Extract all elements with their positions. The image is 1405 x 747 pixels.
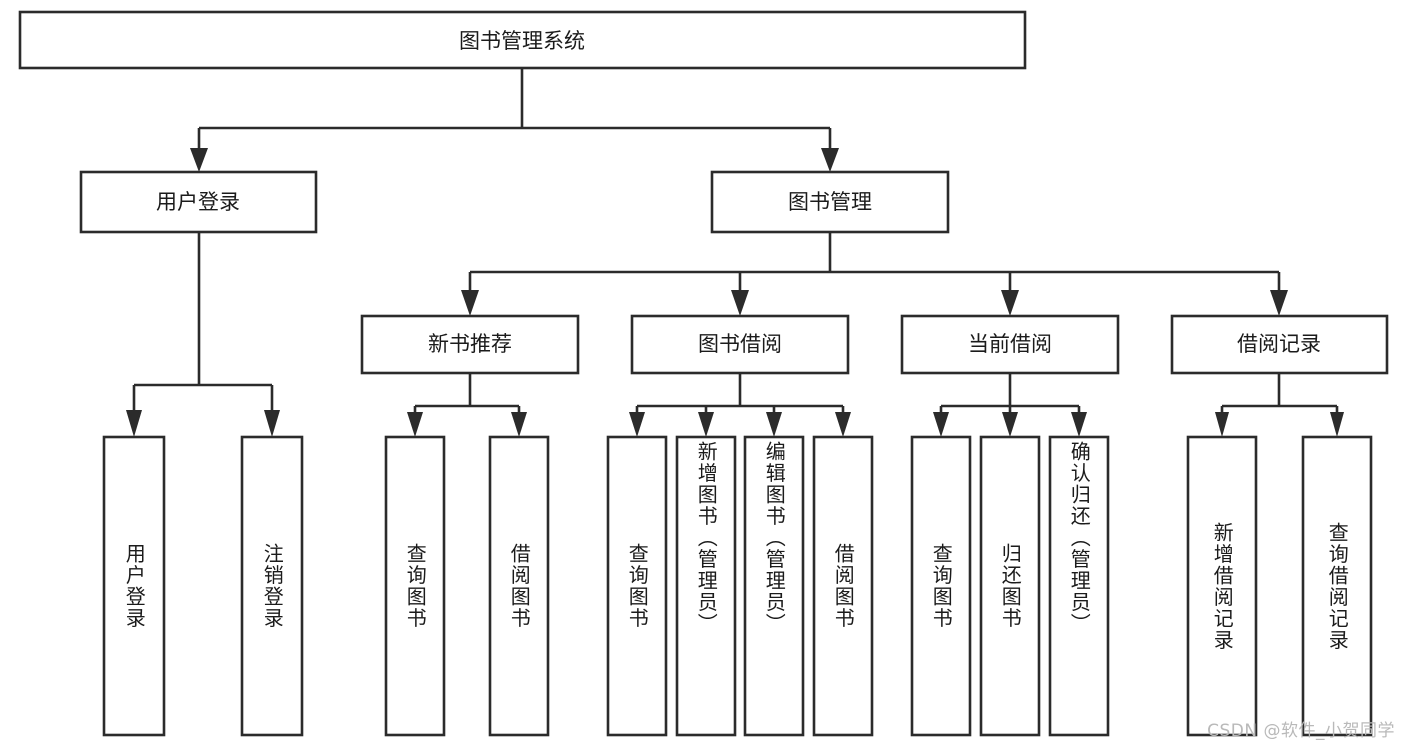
leaf-boxes-borrow-record xyxy=(1186,435,1373,737)
arrow-head-leaf-bb-1 xyxy=(629,412,645,437)
leaf-boxes-user-login xyxy=(102,435,304,737)
node-book-manage-box[interactable] xyxy=(710,170,950,234)
node-root-box[interactable] xyxy=(18,10,1027,70)
leaf-box-book-borrow-4[interactable] xyxy=(812,435,874,737)
node-new-book-recommend-box[interactable] xyxy=(360,314,580,375)
leaf-box-new-book-2[interactable] xyxy=(488,435,550,737)
leaf-box-user-login-2[interactable] xyxy=(240,435,304,737)
node-root[interactable]: 图书管理系统 xyxy=(18,10,1027,70)
arrow-head-leaf-user-login-1 xyxy=(126,410,142,437)
leaf-box-current-borrow-1[interactable] xyxy=(910,435,972,737)
arrow-head-book-borrow xyxy=(731,290,749,316)
arrow-head-borrow-record xyxy=(1270,290,1288,316)
node-book-manage[interactable]: 图书管理 xyxy=(710,170,950,234)
arrow-head-new-book xyxy=(461,290,479,316)
node-user-login[interactable]: 用户登录 xyxy=(79,170,318,234)
node-book-manage-label: 图书管理 xyxy=(788,190,872,214)
leaf-boxes-current-borrow xyxy=(910,435,1110,737)
arrow-head-leaf-bb-4 xyxy=(835,412,851,437)
leaf-box-new-book-1[interactable] xyxy=(384,435,446,737)
node-user-login-label: 用户登录 xyxy=(156,190,240,214)
leaf-box-current-borrow-3[interactable] xyxy=(1048,435,1110,737)
node-root-label: 图书管理系统 xyxy=(459,29,585,53)
leaf-box-borrow-record-1[interactable] xyxy=(1186,435,1258,737)
node-borrow-record-box[interactable] xyxy=(1170,314,1389,375)
leaf-box-borrow-record-2[interactable] xyxy=(1301,435,1373,737)
leaf-box-book-borrow-1[interactable] xyxy=(606,435,668,737)
arrow-head-user-login xyxy=(190,148,208,172)
leaf-box-current-borrow-2[interactable] xyxy=(979,435,1041,737)
arrow-head-leaf-cb-2 xyxy=(1002,412,1018,437)
arrow-head-current-borrow xyxy=(1001,290,1019,316)
node-book-borrow-label: 图书借阅 xyxy=(698,332,782,356)
leaf-box-book-borrow-2[interactable] xyxy=(675,435,737,737)
arrow-head-leaf-br-1 xyxy=(1215,412,1229,437)
node-book-borrow-box[interactable] xyxy=(630,314,850,375)
watermark-text: CSDN @软件_小贺同学 xyxy=(1207,721,1395,741)
node-current-borrow-box[interactable] xyxy=(900,314,1120,375)
node-new-book-recommend-label: 新书推荐 xyxy=(428,332,512,356)
arrow-head-leaf-nb-1 xyxy=(407,412,423,437)
node-borrow-record[interactable]: 借阅记录 xyxy=(1170,314,1389,375)
arrow-head-leaf-user-login-2 xyxy=(264,410,280,437)
arrow-head-leaf-bb-3 xyxy=(766,412,782,437)
leaf-box-book-borrow-3[interactable] xyxy=(743,435,805,737)
arrow-head-leaf-cb-3 xyxy=(1071,412,1087,437)
leaf-box-user-login-1[interactable] xyxy=(102,435,166,737)
arrow-head-leaf-bb-2 xyxy=(698,412,714,437)
node-user-login-box[interactable] xyxy=(79,170,318,234)
arrow-head-leaf-nb-2 xyxy=(511,412,527,437)
arrow-head-leaf-cb-1 xyxy=(933,412,949,437)
arrow-head-leaf-br-2 xyxy=(1330,412,1344,437)
node-current-borrow[interactable]: 当前借阅 xyxy=(900,314,1120,375)
leaf-boxes-book-borrow xyxy=(606,435,874,737)
node-book-borrow[interactable]: 图书借阅 xyxy=(630,314,850,375)
connector-layer xyxy=(126,68,1344,437)
node-current-borrow-label: 当前借阅 xyxy=(968,332,1052,356)
arrow-head-book-manage xyxy=(821,148,839,172)
node-new-book-recommend[interactable]: 新书推荐 xyxy=(360,314,580,375)
node-borrow-record-label: 借阅记录 xyxy=(1237,332,1321,356)
leaf-boxes-new-book xyxy=(384,435,550,737)
